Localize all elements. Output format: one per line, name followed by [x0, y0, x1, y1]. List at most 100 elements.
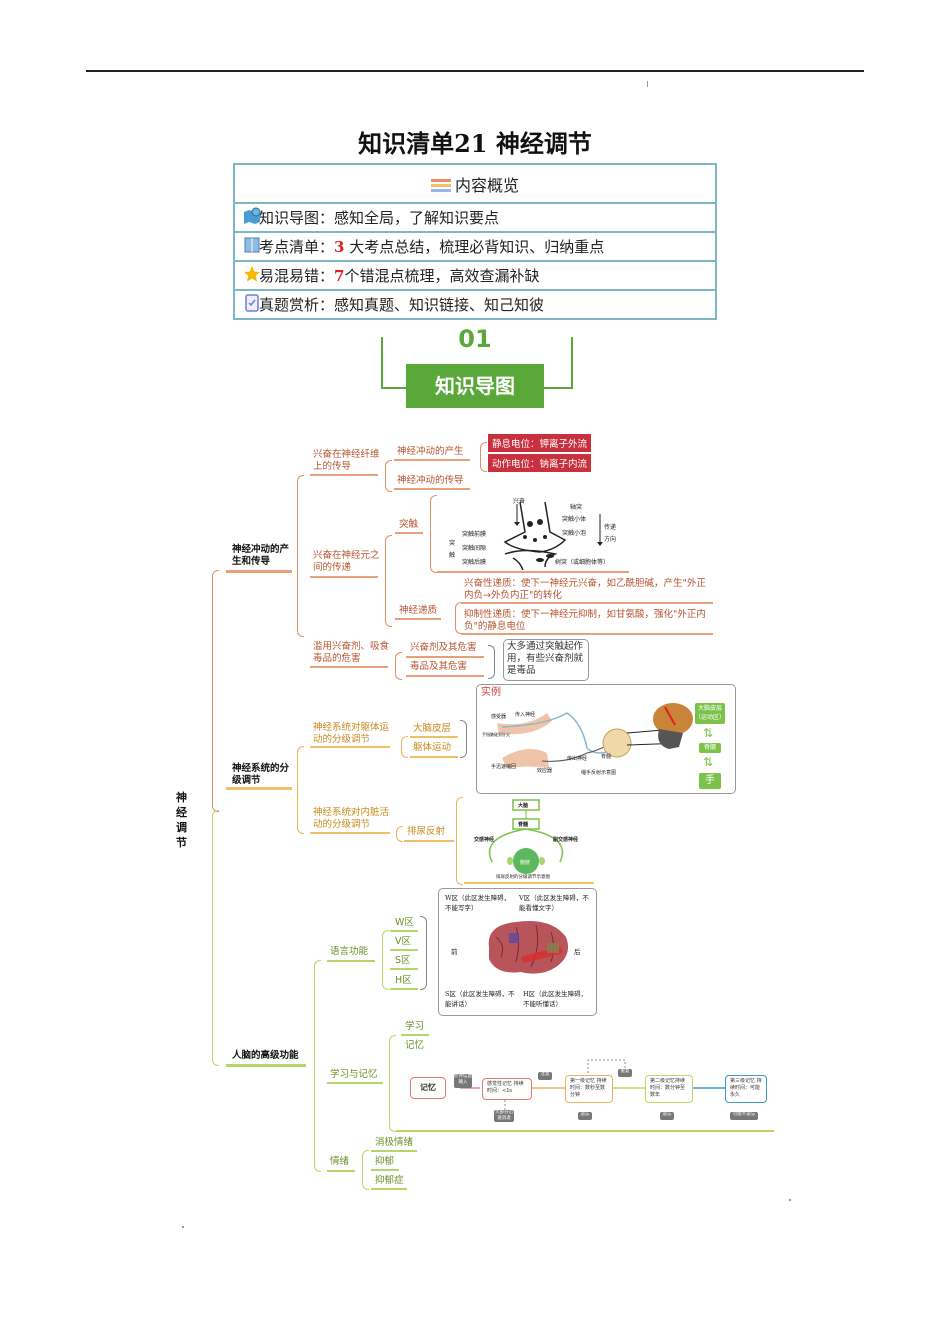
node-underline — [394, 459, 470, 461]
first-memory-node: 第一级记忆 持续时间：数秒至数分钟 — [565, 1075, 613, 1103]
node-underline — [310, 746, 390, 748]
node: 躯体运动 — [413, 742, 452, 753]
node: 学习 — [405, 1021, 425, 1032]
label-v-area: V区（此区发生障碍，不能看懂文字） — [519, 894, 589, 912]
node-underline — [371, 1188, 407, 1190]
node: 兴奋剂及其危害 — [410, 642, 477, 653]
label-sympathetic: 交感神经 — [474, 837, 495, 843]
branch-title: 人脑的高级功能 — [232, 1050, 299, 1061]
language-area: W区 — [395, 917, 414, 928]
language-area: H区 — [395, 975, 412, 986]
label-pre: 突触前膜 — [462, 531, 487, 538]
branch-underline — [226, 570, 292, 573]
emotion-item: 抑郁症 — [375, 1175, 404, 1186]
label-bladder: 膀胱 — [520, 860, 531, 866]
bracket — [385, 535, 392, 627]
node: 神经冲动的产生 — [397, 446, 464, 457]
label-brain: 大脑 — [518, 803, 529, 809]
label-receptor: 感受器 — [491, 714, 507, 720]
label-caption: 缩手反射示意图 — [581, 770, 617, 776]
node: 突触 — [399, 519, 419, 530]
mindmap-root: 神经调节 — [176, 791, 187, 849]
bidirectional-arrow-icon: ⇅ — [703, 726, 714, 740]
label-parasympathetic: 副交感神经 — [553, 837, 579, 843]
label-efferent: 传出神经 — [567, 756, 588, 762]
node: 学习与记忆 — [330, 1069, 378, 1080]
node: 神经冲动的传导 — [397, 475, 464, 486]
root-bracket-bottom — [212, 810, 219, 1066]
node: 语言功能 — [330, 946, 369, 957]
node-underline — [404, 840, 454, 842]
label-synapse: 突触 — [449, 540, 456, 559]
info-input-tag: 外界信息输入 — [454, 1074, 472, 1088]
bracket — [430, 495, 437, 573]
label-direction: 传递方向 — [604, 524, 617, 543]
header-rule — [86, 70, 864, 72]
node: 排尿反射 — [407, 826, 446, 837]
brain-language-box: W区（此区发生障碍，不能写字） V区（此区发生障碍，不能看懂文字） 前 后 S区… — [438, 888, 597, 1016]
node: 兴奋在神经纤维上的传导 — [313, 449, 380, 472]
third-memory-node: 第三级记忆 持续时间：可能永久 — [725, 1075, 767, 1103]
node-underline — [406, 675, 484, 677]
section-number: 01 — [440, 325, 510, 353]
bracket — [362, 1150, 369, 1190]
forget-tag: 遗忘 — [578, 1112, 592, 1120]
label-excite: 兴奋 — [513, 498, 526, 505]
label-body: 突触小体 — [562, 516, 587, 523]
fade-tag: 大部分迅速消退 — [494, 1110, 514, 1122]
bracket — [488, 645, 495, 679]
synapse-diagram — [503, 501, 603, 570]
label-post: 突触后膜 — [462, 559, 487, 566]
flow-spinal: 脊髓 — [699, 743, 721, 753]
bracket — [420, 916, 427, 990]
flow-cortex: 大脑皮层（运动区） — [695, 703, 725, 724]
excitatory-transmitter: 兴奋性递质：使下一神经元兴奋，如乙酰胆碱，产生"外正内负→外负内正"的转化 — [464, 578, 706, 601]
resting-potential-box: 静息电位：钾离子外流 — [488, 434, 592, 452]
node-underline — [390, 968, 418, 970]
bracket — [480, 442, 487, 472]
node-underline — [371, 1169, 399, 1171]
page-marker — [647, 81, 648, 87]
label-withdraw: 手迅速缩回 — [491, 764, 517, 770]
overview-row: 真题赏析：感知真题、知识链接、知己知彼 — [233, 289, 717, 320]
branch-title: 神经冲动的产生和传导 — [232, 544, 290, 567]
label-stimulus: 手指触碰到针尖 — [482, 732, 510, 737]
language-area: S区 — [395, 955, 411, 966]
bracket — [396, 826, 403, 842]
node-underline — [310, 474, 378, 476]
no-forget-tag: 可能不遗忘 — [730, 1112, 758, 1120]
flow-hand: 手 — [699, 773, 721, 789]
map-icon — [244, 207, 261, 224]
node-underline — [461, 602, 713, 604]
node-underline — [437, 571, 629, 573]
label-vesicle: 突触小泡 — [562, 530, 587, 537]
label-front: 前 — [451, 948, 458, 956]
forget-tag: 遗忘 — [660, 1112, 674, 1120]
language-area: V区 — [395, 936, 411, 947]
second-memory-node: 第二级记忆持续时间：数分钟至数年 — [645, 1075, 693, 1103]
overview-heading: 内容概览 — [233, 163, 717, 204]
section-label: 知识导图 — [406, 364, 544, 408]
book-icon — [244, 237, 260, 253]
bracket — [395, 652, 402, 680]
checklist-icon — [245, 294, 259, 312]
label-w-area: W区（此区发生障碍，不能写字） — [445, 894, 511, 912]
reflex-example-box: 实例 感受器 传入神经 手指触碰到针尖 手迅速缩回 传出神经 效应器 脊髓 缩手… — [476, 684, 736, 794]
node: 兴奋在神经元之间的传递 — [313, 550, 380, 573]
node-underline — [310, 666, 388, 668]
page-dot — [182, 1226, 184, 1228]
reflex-illustration — [497, 712, 667, 768]
note-box: 大多通过突触起作用，有些兴奋剂就是毒品 — [503, 639, 589, 681]
node: 大脑皮层 — [413, 723, 452, 734]
node-underline — [395, 618, 441, 620]
node-underline — [401, 1034, 429, 1036]
star-icon — [244, 266, 260, 282]
bracket — [401, 736, 408, 758]
bracket — [297, 475, 304, 637]
bracket — [385, 460, 392, 492]
branch-title: 神经系统的分级调节 — [232, 763, 290, 786]
node-underline — [390, 988, 418, 990]
label-dendrite: 树突（或细胞体等） — [555, 559, 610, 566]
bracket — [456, 797, 463, 885]
inhibitory-transmitter: 抑制性递质：使下一神经元抑制，如甘氨酸，强化"外正内负"的静息电位 — [464, 609, 706, 632]
